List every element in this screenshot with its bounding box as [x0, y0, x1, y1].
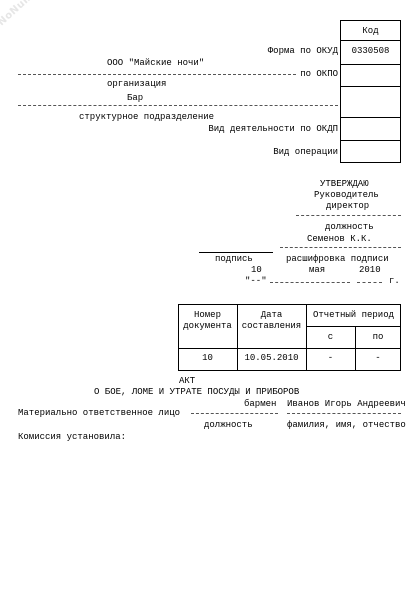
responsible-name: Иванов Игорь Андреевич — [287, 399, 406, 409]
commission-label: Комиссия установила: — [18, 432, 127, 442]
okud-label: Форма по ОКУД — [267, 46, 338, 56]
responsible-name-caption: фамилия, имя, отчество — [287, 420, 406, 430]
responsible-label: Материально ответственное лицо — [18, 408, 181, 418]
approve-position-1: Руководитель — [314, 190, 379, 200]
responsible-position: бармен — [244, 399, 277, 409]
operation-label: Вид операции — [273, 147, 338, 157]
dept-name: Бар — [127, 93, 144, 103]
approve-name: Семенов К.К. — [307, 234, 372, 244]
period-from: - — [327, 353, 334, 363]
signature-caption: подпись — [215, 254, 253, 264]
col-number-header-2: документа — [183, 321, 232, 331]
col-date-header-2: составления — [241, 321, 302, 331]
document-table — [178, 304, 401, 371]
codes-box — [340, 20, 401, 163]
approve-position-2: директор — [326, 201, 370, 211]
period-to: - — [375, 353, 381, 363]
doc-number: 10 — [202, 353, 213, 363]
approve-title: УТВЕРЖДАЮ — [320, 179, 369, 189]
doc-date: 10.05.2010 — [244, 353, 299, 363]
codes-header: Код — [362, 26, 379, 36]
org-caption: организация — [107, 79, 167, 89]
okud-value: 0330508 — [351, 46, 390, 56]
act-title: АКТ — [179, 376, 196, 386]
col-number-header-1: Номер — [193, 310, 221, 320]
approve-day: 10 — [251, 265, 262, 275]
approve-date-quote: "--" — [245, 276, 267, 286]
col-to-header: по — [372, 332, 384, 342]
okpo-label: по ОКПО — [300, 69, 338, 79]
col-date-header-1: Дата — [260, 310, 283, 320]
decode-caption: расшифровка подписи — [286, 254, 389, 264]
year-suffix: г. — [389, 276, 400, 286]
act-subtitle: О БОЕ, ЛОМЕ И УТРАТЕ ПОСУДЫ И ПРИБОРОВ — [94, 387, 300, 397]
okdp-label: Вид деятельности по ОКДП — [208, 124, 338, 134]
dept-caption: структурное подразделение — [79, 112, 215, 122]
approve-position-caption: должность — [325, 222, 374, 232]
col-period-header: Отчетный период — [312, 310, 394, 320]
approve-month: мая — [309, 265, 326, 275]
org-name: ООО "Майские ночи" — [107, 58, 205, 68]
watermark: NoNumber.ru — [0, 0, 63, 28]
responsible-position-caption: должность — [204, 420, 253, 430]
col-from-header: с — [327, 332, 334, 342]
approve-year: 2010 — [359, 265, 381, 275]
